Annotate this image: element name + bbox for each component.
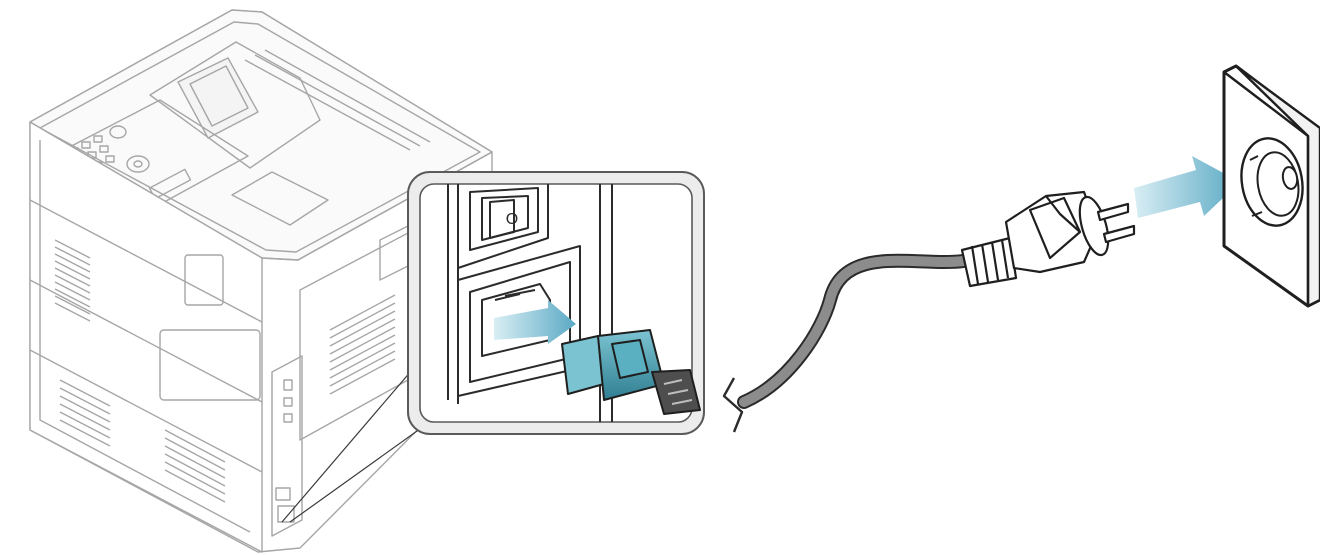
c13-connector: [561, 329, 701, 415]
schuko-plug-icon: [960, 190, 1136, 288]
insert-arrow-icon: [494, 300, 576, 344]
plug-in-arrow-icon: [1134, 156, 1240, 218]
vent-grille-right: [329, 294, 396, 395]
vent-grille-left: [54, 239, 226, 503]
cord-break-icon: [722, 377, 744, 433]
zoom-callout: O: [407, 171, 705, 435]
wall-outlet-icon: [1222, 64, 1320, 308]
power-switch-off-label: O: [506, 211, 518, 228]
power-cord: [722, 251, 983, 433]
callout-lines: [281, 369, 425, 523]
printer-icon: [29, 9, 493, 553]
power-switch: O: [469, 187, 539, 251]
